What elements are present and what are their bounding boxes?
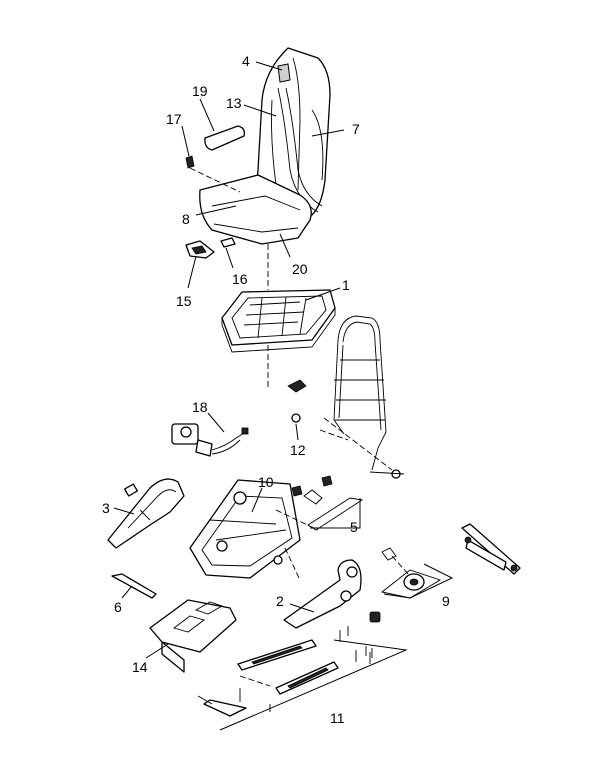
slide-rails [197, 639, 371, 717]
callout-2: 2 [276, 593, 284, 609]
leader-lines [113, 61, 345, 659]
seat-pan [221, 289, 336, 390]
callout-8: 8 [182, 211, 190, 227]
callout-6: 6 [114, 599, 122, 615]
group-bracket-9 [383, 563, 454, 599]
callout-19: 19 [192, 83, 208, 99]
callout-5: 5 [350, 519, 358, 535]
callout-15: 15 [176, 293, 192, 309]
strap [111, 573, 157, 599]
callout-4: 4 [242, 53, 250, 69]
group-bracket-11 [219, 639, 408, 731]
callout-labels: 1 2 3 4 5 6 7 8 9 10 11 12 13 14 15 16 1… [102, 53, 450, 726]
callout-10: 10 [258, 474, 274, 490]
callout-13: 13 [226, 95, 242, 111]
callout-1: 1 [342, 277, 350, 293]
callout-9: 9 [442, 593, 450, 609]
recliner-knob-group [380, 547, 442, 599]
base-frame [189, 479, 319, 581]
mounting-bracket [149, 599, 237, 673]
callout-16: 16 [232, 271, 248, 287]
side-bracket [461, 523, 521, 575]
side-cover-left [107, 478, 185, 549]
side-cover-right [283, 559, 381, 658]
callout-17: 17 [166, 111, 182, 127]
callout-12: 12 [290, 442, 306, 458]
callout-11: 11 [330, 710, 345, 726]
callout-18: 18 [192, 399, 208, 415]
callout-20: 20 [292, 261, 308, 277]
callout-14: 14 [132, 659, 148, 675]
motor-harness [171, 423, 249, 457]
group-bracket-5 [310, 498, 361, 529]
seat-upper-assembly [185, 47, 331, 290]
fastener-group-5 [291, 475, 364, 531]
callout-7: 7 [352, 121, 360, 137]
callout-3: 3 [102, 500, 110, 516]
back-frame [287, 315, 405, 479]
